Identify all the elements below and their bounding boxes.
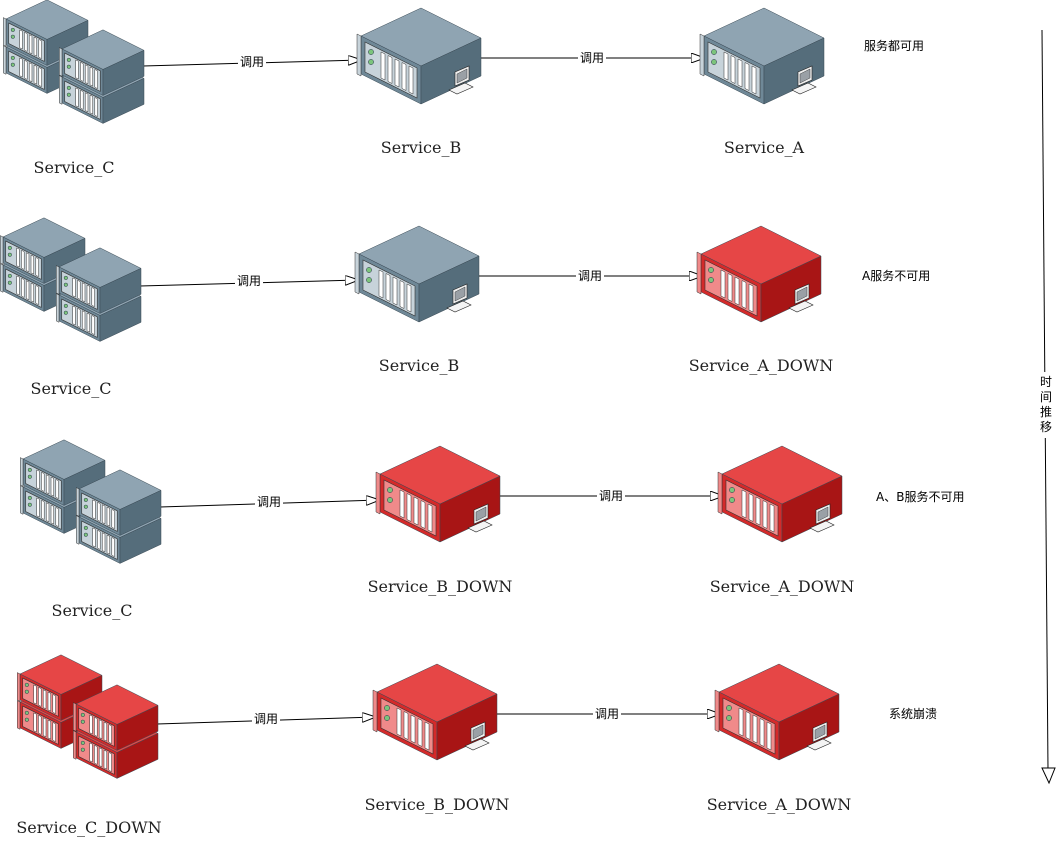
service-label: Service_C	[52, 601, 133, 620]
server-down-icon	[696, 225, 822, 323]
call-arrow: 调用	[496, 706, 720, 721]
service-label: Service_C	[31, 379, 112, 398]
call-label-bg	[578, 50, 606, 65]
server-down-icon-terminal-icon	[464, 721, 490, 751]
server-cluster-icon-unit-3	[56, 247, 142, 314]
server-icon-terminal-icon	[446, 283, 472, 313]
call-label: 调用	[240, 55, 264, 69]
server-icon	[354, 225, 480, 323]
service-label: Service_C_DOWN	[16, 818, 161, 837]
call-label-bg	[576, 268, 604, 283]
service-label: Service_A	[724, 138, 805, 157]
call-label-bg	[255, 494, 283, 509]
row-status-label: A、B服务不可用	[876, 489, 964, 504]
call-arrow: 调用	[156, 711, 375, 726]
server-cluster-down-icon-unit-3	[73, 684, 159, 751]
call-label: 调用	[595, 707, 619, 721]
time-axis: 时 间 推 移	[1035, 29, 1057, 785]
service-label: Service_B	[381, 138, 461, 157]
service-label: Service_B	[379, 356, 459, 375]
server-cluster-icon	[3, 0, 145, 124]
row-4: 调用 调用 Service_C_DOWN Service_B_DOWN Service_…	[16, 654, 937, 837]
service-label: Service_A_DOWN	[707, 795, 852, 814]
call-label: 调用	[580, 51, 604, 65]
server-down-icon-terminal-icon	[809, 503, 835, 533]
call-label: 调用	[254, 712, 278, 726]
server-cluster-icon-unit-1	[3, 0, 89, 66]
server-cluster-down-icon-unit-1	[17, 654, 103, 721]
call-label-bg	[238, 54, 266, 69]
call-label: 调用	[237, 274, 261, 288]
time-axis-char-4: 移	[1040, 420, 1052, 434]
server-down-icon-terminal-icon	[806, 721, 832, 751]
server-down-icon	[714, 663, 840, 761]
time-axis-char-2: 间	[1040, 390, 1052, 404]
service-label: Service_C	[34, 158, 115, 177]
server-down-icon	[717, 445, 843, 543]
server-icon	[699, 7, 825, 105]
call-arrow: 调用	[139, 273, 358, 288]
call-arrow: 调用	[481, 50, 704, 65]
row-1: 调用 调用 Service_C Service_B Service_A 服务都可用	[3, 0, 924, 177]
service-label: Service_A_DOWN	[689, 356, 834, 375]
server-cluster-icon	[20, 439, 162, 564]
call-label-bg	[252, 711, 280, 726]
server-icon-terminal-icon	[791, 65, 817, 95]
call-arrow: 调用	[159, 494, 379, 509]
time-axis-arrowhead	[1041, 767, 1056, 785]
row-3: 调用 调用 Service_C Service_B_DOWN Service_A_DOW…	[20, 439, 964, 620]
row-status-label: 服务都可用	[864, 38, 924, 53]
server-down-icon-terminal-icon	[788, 283, 814, 313]
server-icon-terminal-icon	[448, 65, 474, 95]
service-label: Service_A_DOWN	[710, 577, 855, 596]
row-2: 调用 调用 Service_C Service_B Service_A_DOWN A服务不…	[0, 217, 930, 398]
call-arrow: 调用	[478, 268, 702, 283]
server-icon	[356, 7, 482, 105]
call-arrow: 调用	[142, 54, 361, 69]
server-down-icon	[375, 445, 501, 543]
row-status-label: 系统崩溃	[889, 707, 937, 721]
time-axis-label-bg	[1035, 372, 1057, 438]
call-label-bg	[235, 273, 263, 288]
service-label: Service_B_DOWN	[368, 577, 513, 596]
time-axis-char-3: 推	[1040, 405, 1052, 419]
call-label: 调用	[257, 495, 281, 509]
service-label: Service_B_DOWN	[365, 795, 510, 814]
call-arrow: 调用	[499, 488, 723, 503]
server-cluster-icon-unit-1	[0, 217, 86, 284]
call-label: 调用	[578, 269, 602, 283]
row-status-label: A服务不可用	[862, 268, 930, 283]
server-cluster-icon-unit-3	[76, 469, 162, 536]
call-label-bg	[593, 706, 621, 721]
server-down-icon-terminal-icon	[467, 503, 493, 533]
server-cluster-icon-unit-3	[59, 29, 145, 96]
server-cluster-icon	[0, 217, 142, 342]
server-cluster-down-icon	[17, 654, 159, 779]
time-axis-char-1: 时	[1040, 375, 1052, 389]
server-cluster-icon-unit-1	[20, 439, 106, 506]
call-label-bg	[597, 488, 625, 503]
server-down-icon	[372, 663, 498, 761]
call-label: 调用	[599, 489, 623, 503]
